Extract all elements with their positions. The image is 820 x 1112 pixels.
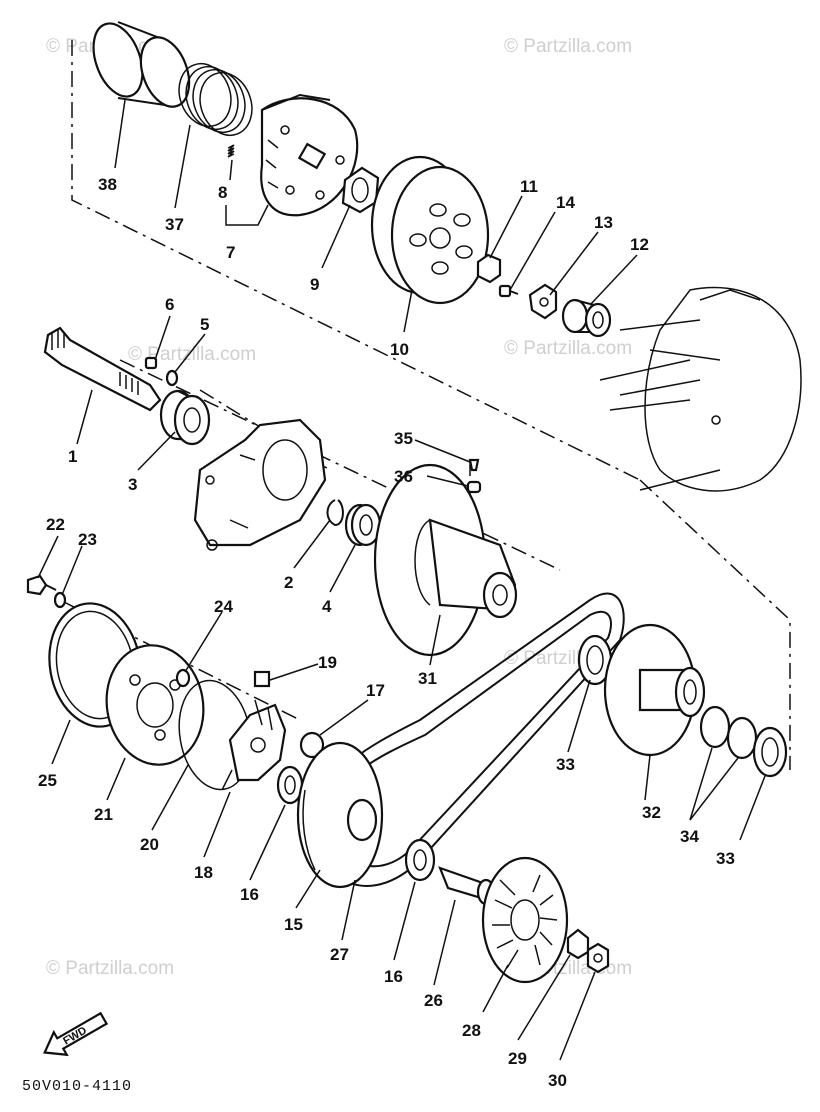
callout-27: 27 [330,945,349,964]
callout-33: 33 [556,755,575,774]
callout-35: 35 [394,429,413,448]
callout-38: 38 [98,175,117,194]
part-30-nut [586,942,610,974]
callout-16: 16 [384,967,403,986]
callout-23: 23 [78,530,97,549]
callout-15: 15 [284,915,303,934]
callout-28: 28 [462,1021,481,1040]
center-line-crankshaft [119,359,561,571]
callout-19: 19 [318,653,337,672]
callout-36: 36 [394,467,413,486]
part-37-spring [178,62,253,137]
callout-4: 4 [322,597,332,616]
callout-34: 34 [680,827,699,846]
part-19-slider [253,670,271,688]
part-4-oil-seal [344,503,382,547]
callout-37: 37 [165,215,184,234]
callout-labels: 38 37 8 7 9 10 11 14 13 12 6 5 1 3 2 4 3… [38,175,735,1090]
callout-29: 29 [508,1049,527,1068]
watermark: © Partzilla.com [504,36,632,57]
part-22-bolt [26,574,57,596]
part-17-roller [299,731,325,759]
crankcase-cover [599,286,802,492]
part-24-spacer [175,668,191,688]
part-1-shaft [43,326,162,412]
part-38-clutch-housing [92,21,191,108]
callout-2: 2 [284,573,293,592]
part-14-screw [498,284,519,298]
callout-3: 3 [128,475,137,494]
callout-18: 18 [194,863,213,882]
callout-31: 31 [418,669,437,688]
transmission-case [193,418,327,551]
part-8-spring [227,144,235,158]
watermark: © Partzilla.com [46,958,174,979]
frame-line-right [639,479,791,770]
leader-lines [37,99,766,1061]
part-11-nut [476,253,502,284]
part-29-washer [566,928,590,960]
part-16-collar-lower [404,838,436,882]
callout-20: 20 [140,835,159,854]
part-18-weight-plate [221,699,287,791]
part-12-bearing [561,298,612,338]
part-15-primary-sheave [296,741,384,889]
callout-21: 21 [94,805,113,824]
part-35-pin [468,458,480,472]
callout-9: 9 [310,275,319,294]
callout-30: 30 [548,1071,567,1090]
part-10-clutch-drum [370,155,490,305]
callout-8: 8 [218,183,227,202]
part-23-washer [53,591,67,609]
part-33-oil-seal-lower [752,726,788,778]
part-32-secondary-sheave [603,623,706,757]
diagram-code: 50V010-4110 [22,1078,132,1095]
part-13-plate [528,283,558,320]
callout-14: 14 [556,193,575,212]
part-28-fan-pulley [481,856,569,984]
watermark: © Partzilla.com [128,344,256,365]
callout-11: 11 [520,177,538,196]
part-34-o-rings [699,705,758,760]
callout-12: 12 [630,235,649,254]
callout-33: 33 [716,849,735,868]
callout-6: 6 [165,295,174,314]
callout-17: 17 [366,681,385,700]
frame-line-top [71,40,641,481]
watermark: © Partzilla.com [504,338,632,359]
callout-16: 16 [240,885,259,904]
part-36-collar [466,480,482,494]
callout-25: 25 [38,771,57,790]
callout-7: 7 [226,243,235,262]
callout-24: 24 [214,597,233,616]
callout-32: 32 [642,803,661,822]
part-31-sliding-sheave [373,463,518,657]
part-6-bolt [144,356,158,370]
part-2-circlip [326,499,344,527]
callout-10: 10 [390,340,409,359]
fwd-label: FWD [61,1025,89,1048]
part-33-oil-seal-upper [577,634,613,686]
callout-13: 13 [594,213,613,232]
part-5-washer [165,369,179,387]
fwd-arrow-icon: FWD [43,1011,109,1057]
part-3-bearing [159,389,211,446]
callout-26: 26 [424,991,443,1010]
callout-1: 1 [68,447,77,466]
callout-22: 22 [46,515,65,534]
callout-5: 5 [200,315,209,334]
